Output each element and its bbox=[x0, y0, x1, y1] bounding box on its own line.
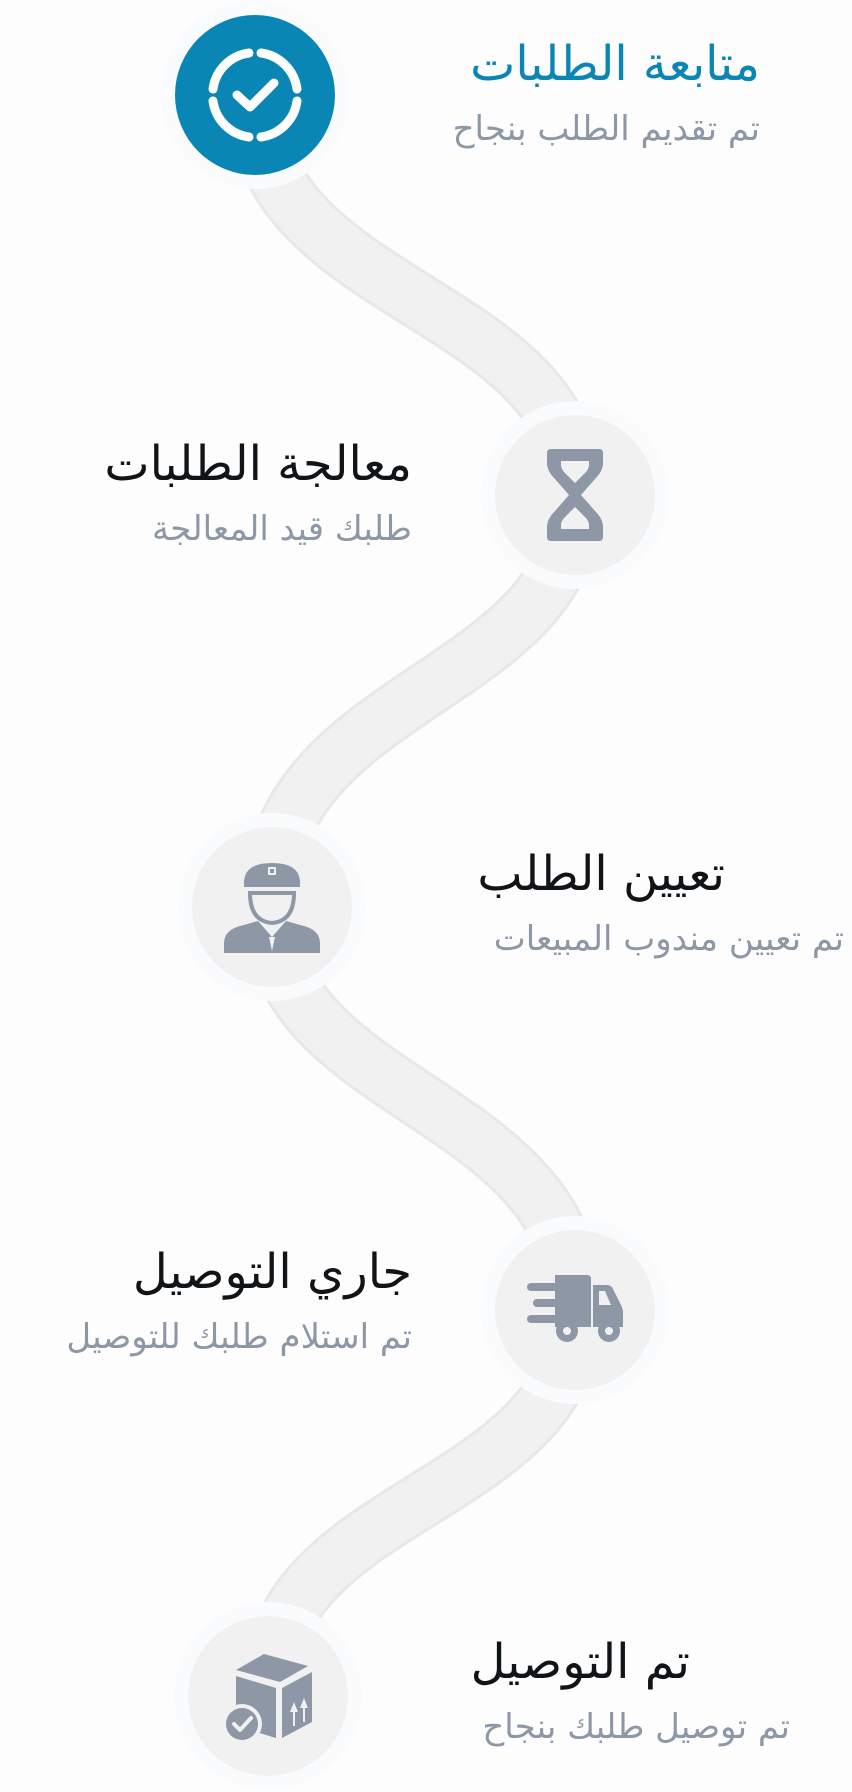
step-title: تعيين الطلب bbox=[477, 846, 725, 902]
step-title: جاري التوصيل bbox=[132, 1244, 413, 1300]
package-delivered-icon bbox=[222, 1654, 312, 1744]
step-subtitle: تم تعيين مندوب المبيعات bbox=[493, 919, 844, 959]
step-icon-circle bbox=[192, 827, 352, 987]
step-subtitle: تم تقديم الطلب بنجاح bbox=[452, 109, 760, 149]
step-icon-circle bbox=[188, 1616, 348, 1776]
step-subtitle: طلبك قيد المعالجة bbox=[152, 509, 412, 549]
timeline-step-order-processing: معالجة الطلبات طلبك قيد المعالجة bbox=[0, 0, 852, 589]
timeline-step-order-tracking: متابعة الطلبات تم تقديم الطلب بنجاح bbox=[0, 0, 852, 200]
step-icon-circle bbox=[175, 15, 335, 175]
step-icon-circle bbox=[495, 415, 655, 575]
badge-check-icon bbox=[208, 48, 302, 142]
step-subtitle: تم استلام طلبك للتوصيل bbox=[66, 1317, 412, 1357]
step-subtitle: تم توصيل طلبك بنجاح bbox=[482, 1707, 790, 1747]
fast-truck-icon bbox=[527, 1275, 623, 1342]
step-text: جاري التوصيل تم استلام طلبك للتوصيل bbox=[66, 1248, 412, 1354]
step-text: تعيين الطلب تم تعيين مندوب المبيعات bbox=[477, 850, 844, 956]
hourglass-icon bbox=[547, 449, 603, 541]
timeline-step-order-assignment: تعيين الطلب تم تعيين مندوب المبيعات bbox=[0, 0, 852, 1001]
step-title: متابعة الطلبات bbox=[470, 36, 760, 92]
step-title: تم التوصيل bbox=[470, 1634, 691, 1690]
step-title: معالجة الطلبات bbox=[104, 436, 412, 492]
step-text: تم التوصيل تم توصيل طلبك بنجاح bbox=[471, 1638, 790, 1744]
step-text: معالجة الطلبات طلبك قيد المعالجة bbox=[104, 440, 412, 546]
delivery-agent-icon bbox=[224, 863, 320, 953]
timeline-step-in-delivery: جاري التوصيل تم استلام طلبك للتوصيل bbox=[0, 0, 852, 1404]
step-text: متابعة الطلبات تم تقديم الطلب بنجاح bbox=[452, 36, 761, 149]
step-icon-circle bbox=[495, 1230, 655, 1390]
